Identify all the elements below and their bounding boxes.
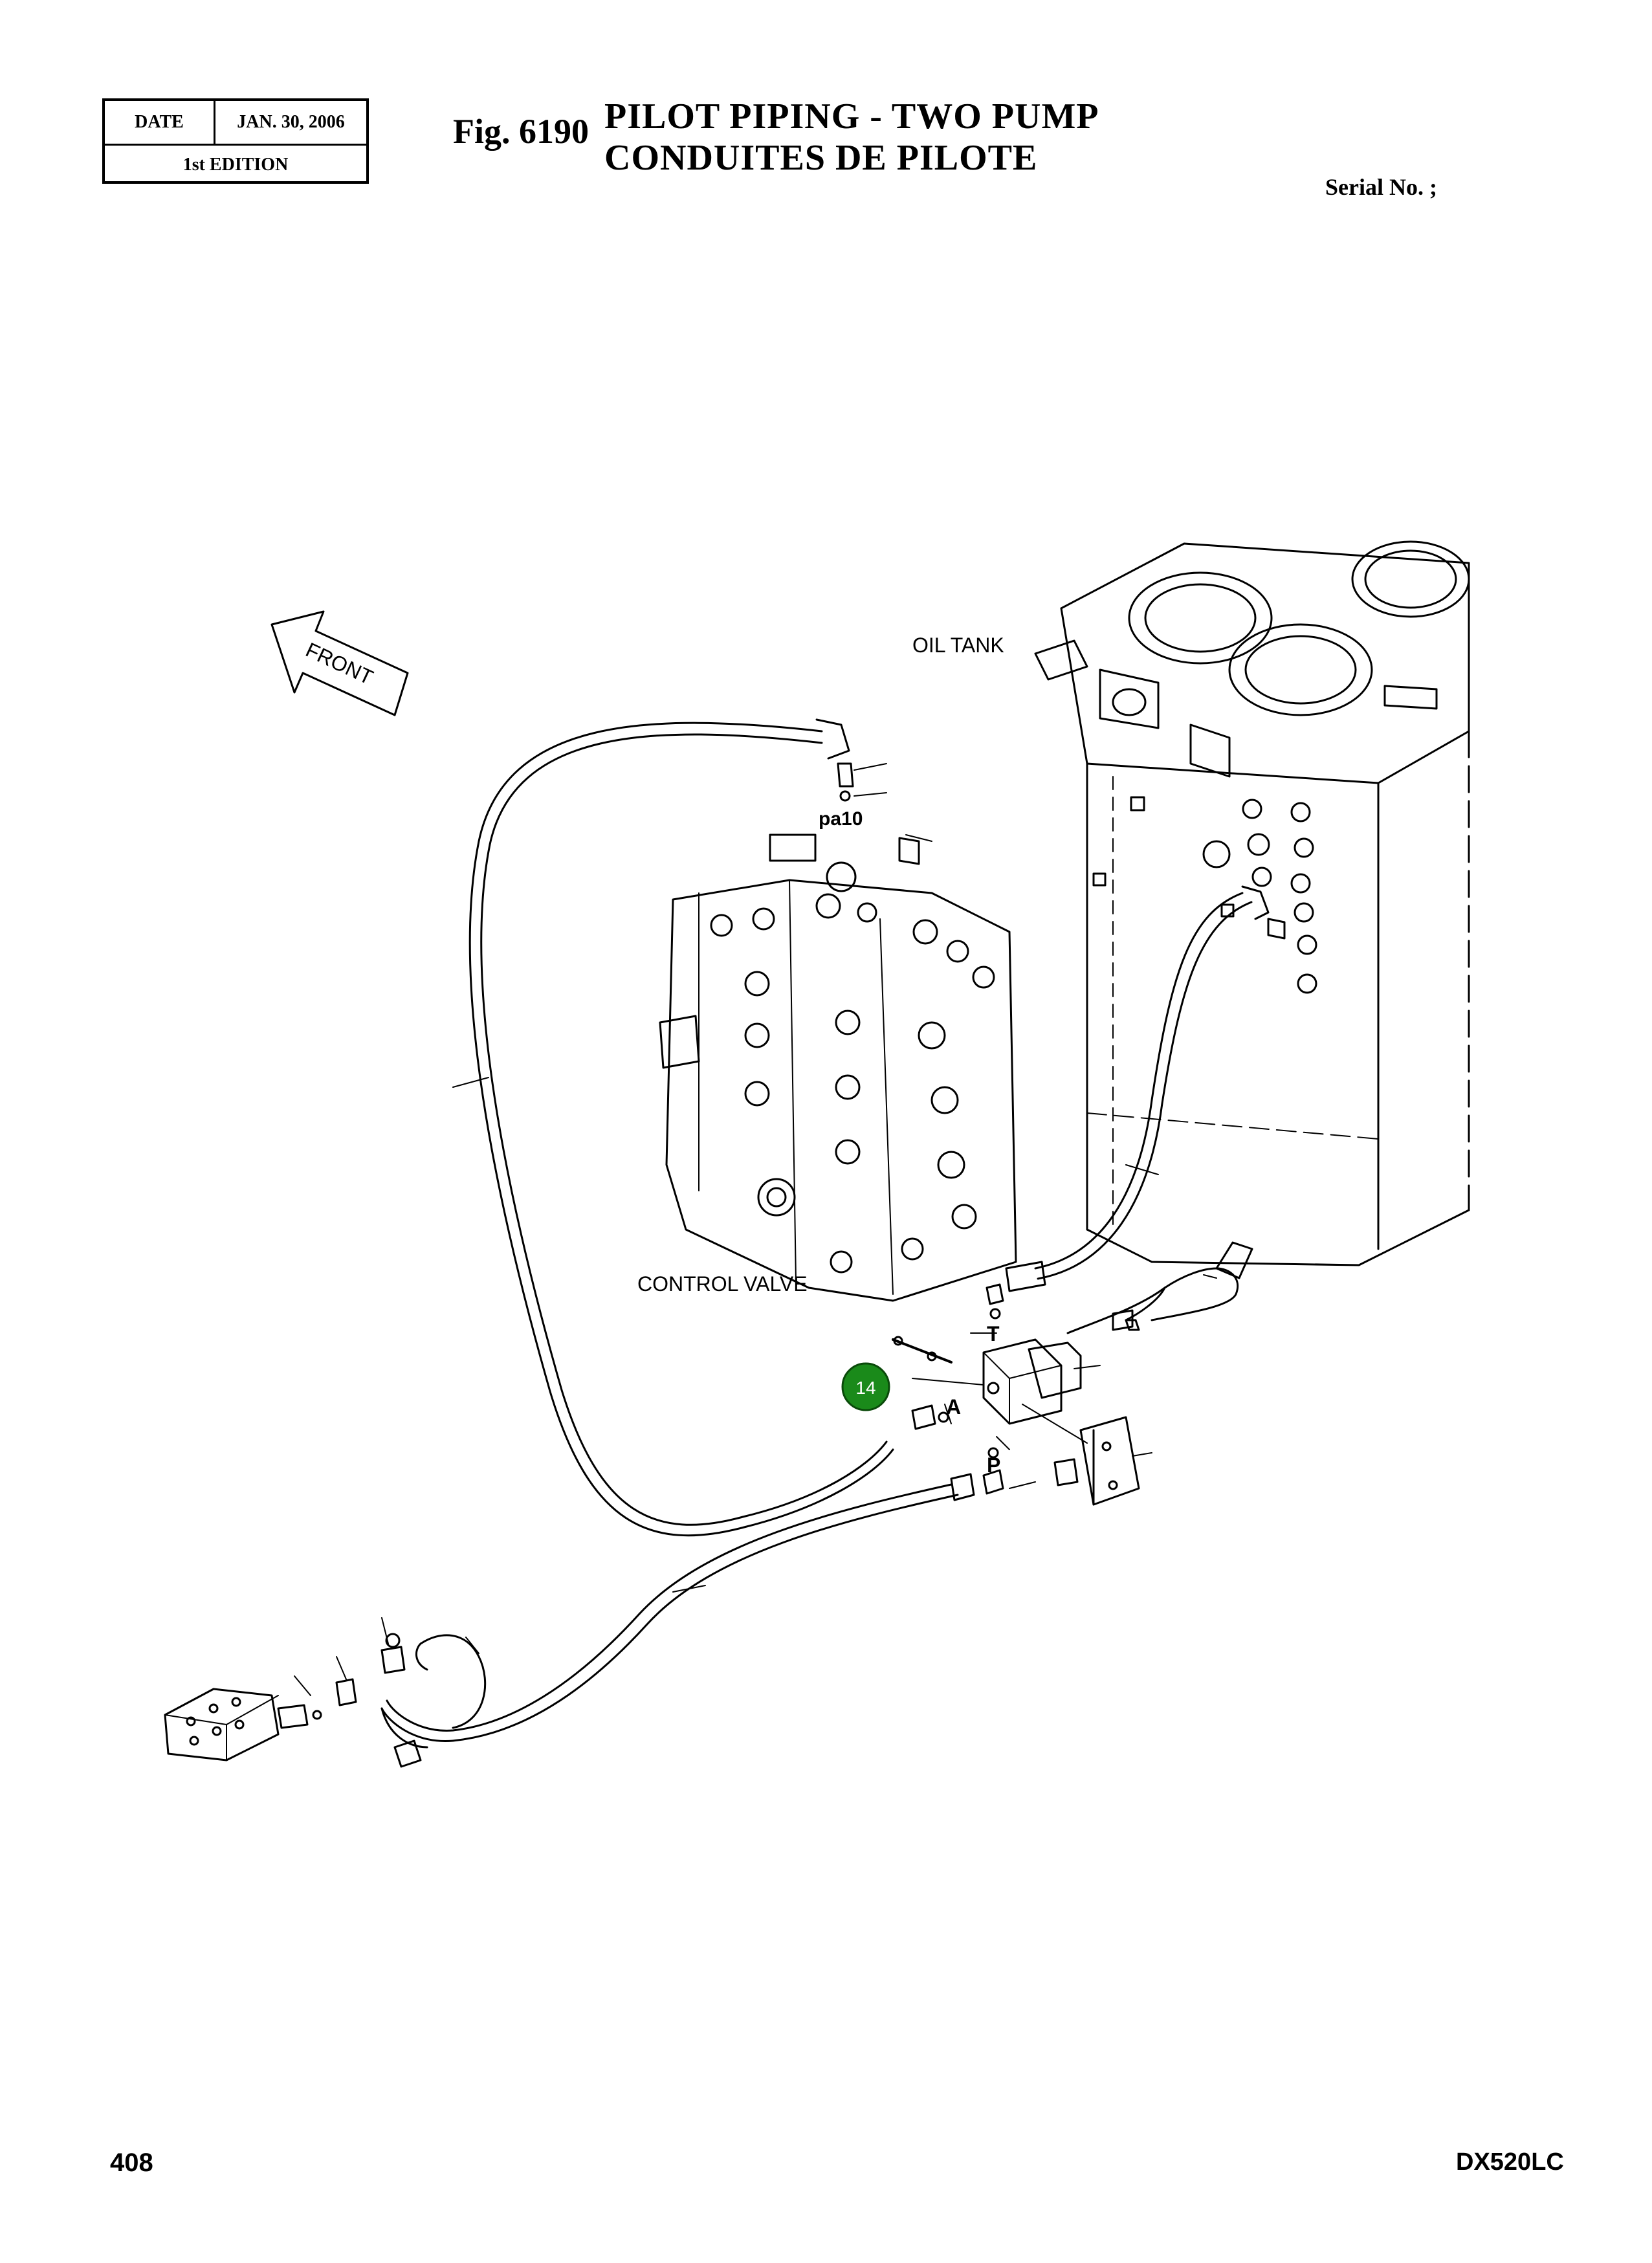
pressure-switch-block [164, 1633, 406, 1761]
control-valve [659, 833, 1017, 1302]
wiring-harness [1066, 1241, 1253, 1334]
oil-tank-label: OIL TANK [912, 634, 1004, 657]
leader-lines [294, 763, 1217, 1696]
edition-label: 1st EDITION [182, 154, 289, 175]
port-t-label: T [987, 1322, 1000, 1345]
oil-tank [1034, 540, 1470, 1266]
page-subtitle-french: CONDUITES DE PILOTE [604, 138, 1038, 178]
front-label: FRONT [302, 638, 377, 689]
switch-wire [380, 1634, 487, 1768]
date-label: DATE [105, 101, 215, 144]
port-a-label: A [946, 1395, 961, 1419]
pilot-hose-tank [1005, 885, 1286, 1292]
mounting-bracket [1053, 1416, 1140, 1506]
port-pa10-label: pa10 [819, 808, 863, 830]
pilot-hose-lower [380, 1473, 975, 1742]
page-title: PILOT PIPING - TWO PUMP [604, 96, 1099, 137]
pilot-hose-long [468, 718, 894, 1537]
date-value: JAN. 30, 2006 [237, 112, 345, 132]
figure-number: Fig. 6190 [453, 112, 589, 151]
model-name: DX520LC [1456, 2148, 1564, 2176]
edition-info-box: DATE JAN. 30, 2006 1st EDITION [102, 98, 369, 184]
front-arrow [270, 610, 409, 716]
callout-14[interactable]: 14 [841, 1362, 890, 1411]
date-row: DATE JAN. 30, 2006 [105, 101, 366, 146]
solenoid-valve [892, 1283, 1082, 1495]
serial-number-label: Serial No. ; [1325, 174, 1437, 200]
control-valve-label: CONTROL VALVE [637, 1272, 808, 1296]
callout-14-badge[interactable] [841, 1362, 890, 1411]
page-number: 408 [110, 2148, 153, 2177]
callout-14-number: 14 [855, 1378, 876, 1398]
port-p-label: P [987, 1453, 1000, 1477]
